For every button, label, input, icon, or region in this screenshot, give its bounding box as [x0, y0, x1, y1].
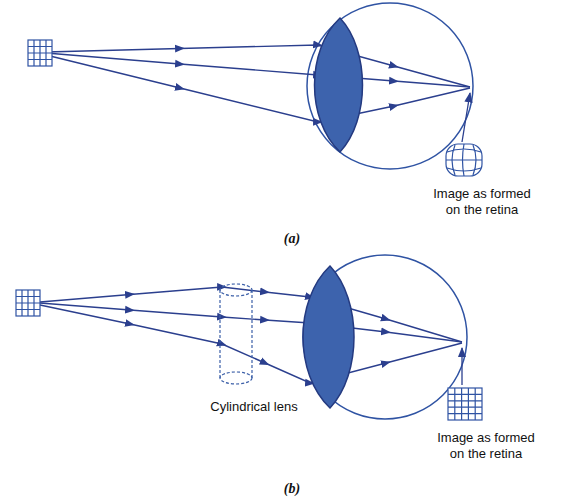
- eye-lens: [303, 266, 354, 408]
- pointer-arrow: [461, 348, 462, 385]
- light-ray: [40, 303, 462, 342]
- grid-outline: [28, 40, 52, 66]
- grid-lines: [16, 290, 40, 316]
- pointer-arrow: [462, 93, 470, 142]
- lens-side: [220, 290, 252, 378]
- caption-label: Image as formed on the retina: [431, 430, 541, 462]
- part-label: Cylindrical lens: [199, 399, 309, 415]
- light-ray: [46, 55, 470, 122]
- light-rays: [46, 45, 470, 122]
- distorted-image: [446, 144, 482, 176]
- lens-end: [220, 284, 252, 296]
- light-ray: [40, 287, 462, 342]
- image-lines: [446, 144, 482, 176]
- light-ray: [40, 305, 462, 383]
- grid-lines: [28, 40, 52, 66]
- figure-label: (a): [272, 231, 312, 247]
- clear-image: [448, 388, 482, 420]
- light-rays: [40, 287, 462, 383]
- eyeball: [303, 255, 467, 419]
- object-grid: [28, 40, 52, 66]
- caption-label: Image as formed on the retina: [427, 186, 537, 218]
- eye-lens: [315, 18, 363, 152]
- object-grid: [16, 290, 40, 316]
- eyeball: [307, 3, 473, 169]
- cylindrical-lens: [220, 284, 252, 384]
- grid-outline: [16, 290, 40, 316]
- image-lines: [448, 388, 482, 420]
- image-outline: [448, 388, 482, 420]
- light-ray: [46, 45, 470, 87]
- image-outline: [446, 144, 482, 176]
- figure-label: (b): [272, 481, 312, 497]
- lens-end: [220, 372, 252, 384]
